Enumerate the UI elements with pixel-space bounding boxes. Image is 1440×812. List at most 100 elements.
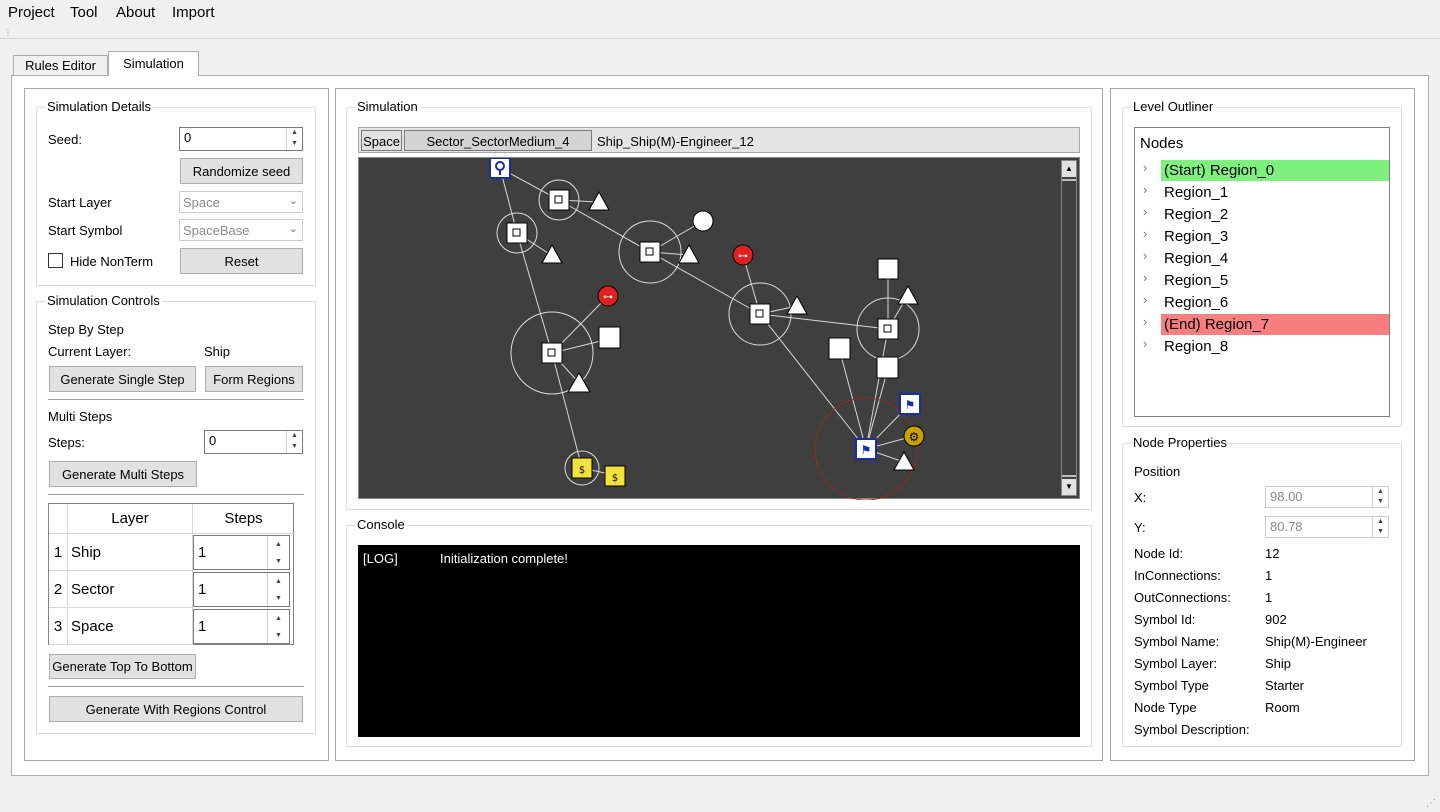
square-node — [877, 258, 899, 280]
square-node — [876, 356, 899, 379]
chevron-right-icon[interactable]: › — [1143, 314, 1148, 329]
chevron-right-icon[interactable]: › — [1143, 160, 1148, 175]
tab-simulation[interactable]: Simulation — [108, 51, 199, 76]
up-icon[interactable]: ▲ — [1377, 488, 1384, 495]
tree-item-region-3[interactable]: › Region_3 — [1135, 225, 1390, 247]
down-icon[interactable]: ▼ — [1377, 498, 1384, 505]
up-icon[interactable]: ▲ — [275, 541, 282, 548]
seed-down-icon[interactable]: ▼ — [291, 140, 298, 147]
breadcrumb-space[interactable]: Space — [361, 130, 402, 151]
table-cell-layer[interactable]: Ship — [68, 534, 193, 571]
room-node-inner — [645, 247, 654, 256]
simulation-controls-title: Simulation Controls — [45, 293, 162, 308]
tree-item-region-4[interactable]: › Region_4 — [1135, 247, 1390, 269]
chevron-right-icon[interactable]: › — [1143, 204, 1148, 219]
row-steps-spinbox[interactable]: 1 ▲▼ — [193, 609, 290, 644]
scroll-thumb[interactable] — [1062, 179, 1076, 477]
tree-item-region-6[interactable]: › Region_6 — [1135, 291, 1390, 313]
prop-value: 902 — [1265, 612, 1287, 627]
flag-icon[interactable]: ⚑ ⚑ — [855, 393, 921, 460]
down-icon[interactable]: ▼ — [275, 631, 282, 639]
table-header-steps[interactable]: Steps — [193, 504, 294, 534]
hide-nonterm-checkbox[interactable] — [48, 253, 63, 268]
graph-view[interactable]: ⊶ ⊶ ⚑ ⚑ ⚙ $ $ — [359, 158, 1081, 500]
simulation-details-title: Simulation Details — [45, 99, 154, 114]
tree-item-region-1[interactable]: › Region_1 — [1135, 181, 1390, 203]
simulation-canvas[interactable]: ⊶ ⊶ ⚑ ⚑ ⚙ $ $ ▲ ▼ — [358, 157, 1081, 500]
breadcrumb-sector[interactable]: Sector_SectorMedium_4 — [404, 130, 592, 151]
location-pin-icon[interactable] — [489, 158, 511, 179]
level-outliner-group: Level Outliner — [1122, 99, 1402, 427]
menu-tool[interactable]: Tool — [70, 4, 98, 21]
tree-item-region-7[interactable]: › (End) Region_7 — [1135, 313, 1390, 335]
tree-item-region-5[interactable]: › Region_5 — [1135, 269, 1390, 291]
table-header-layer[interactable]: Layer — [68, 504, 193, 534]
tab-rules-editor[interactable]: Rules Editor — [13, 55, 108, 76]
triangle-nodes[interactable] — [541, 190, 919, 471]
room-node — [506, 222, 528, 244]
chevron-right-icon[interactable]: › — [1143, 182, 1148, 197]
tree-item-region-2[interactable]: › Region_2 — [1135, 203, 1390, 225]
prop-value: Ship — [1265, 656, 1292, 671]
step-by-step-label: Step By Step — [48, 322, 124, 337]
start-layer-select[interactable]: Space ⌄ — [179, 191, 303, 213]
steps-down-icon[interactable]: ▼ — [291, 443, 298, 450]
randomize-seed-button[interactable]: Randomize seed — [180, 158, 303, 184]
up-icon[interactable]: ▲ — [275, 578, 282, 585]
prop-label: Symbol Id: — [1134, 612, 1196, 627]
down-icon[interactable]: ▼ — [275, 594, 282, 602]
nodes-tree[interactable]: Nodes › (Start) Region_0 › Region_1 › Re… — [1134, 127, 1390, 417]
chevron-right-icon[interactable]: › — [1143, 336, 1148, 351]
row-steps-spinbox[interactable]: 1 ▲▼ — [193, 572, 290, 607]
generate-multi-steps-button[interactable]: Generate Multi Steps — [49, 461, 197, 487]
key-icon[interactable]: ⊶ ⊶ — [597, 244, 754, 307]
node-properties-title: Node Properties — [1131, 435, 1229, 450]
row-steps-spinbox[interactable]: 1 ▲ ▼ — [193, 535, 290, 570]
seed-spinbox[interactable]: 0 ▲▼ — [179, 127, 303, 151]
chevron-right-icon[interactable]: › — [1143, 226, 1148, 241]
scroll-up-icon[interactable]: ▲ — [1062, 161, 1076, 177]
reset-button[interactable]: Reset — [180, 248, 303, 274]
money-bag-icon[interactable]: $ $ — [571, 457, 626, 487]
chevron-right-icon[interactable]: › — [1143, 248, 1148, 263]
room-node-inner — [554, 195, 563, 204]
tree-item-region-0[interactable]: › (Start) Region_0 — [1135, 159, 1390, 181]
down-icon[interactable]: ▼ — [1377, 528, 1384, 535]
table-cell-layer[interactable]: Sector — [68, 571, 193, 608]
x-position-spinbox[interactable]: 98.00 ▲▼ — [1265, 486, 1389, 508]
prop-label: Symbol Name: — [1134, 634, 1220, 649]
gear-icon[interactable]: ⚙ — [903, 425, 925, 447]
hide-nonterm-label: Hide NonTerm — [70, 254, 154, 269]
console-output[interactable]: [LOG] Initialization complete! — [358, 545, 1080, 737]
y-position-spinbox[interactable]: 80.78 ▲▼ — [1265, 516, 1389, 538]
scroll-down-icon[interactable]: ▼ — [1062, 479, 1076, 495]
up-icon[interactable]: ▲ — [1377, 518, 1384, 525]
seed-up-icon[interactable]: ▲ — [291, 129, 298, 136]
room-nodes[interactable] — [506, 189, 899, 379]
chevron-right-icon[interactable]: › — [1143, 270, 1148, 285]
vertical-scrollbar[interactable]: ▲ ▼ — [1061, 160, 1077, 496]
row-steps-value: 1 — [198, 544, 207, 561]
menu-project[interactable]: Project — [8, 4, 55, 21]
row-index: 1 — [49, 534, 68, 571]
generate-top-to-bottom-button[interactable]: Generate Top To Bottom — [49, 654, 196, 679]
toolbar-grip[interactable]: ⋮ — [4, 28, 12, 37]
menu-import[interactable]: Import — [172, 4, 215, 21]
tree-item-region-8[interactable]: › Region_8 — [1135, 335, 1390, 357]
generate-single-step-button[interactable]: Generate Single Step — [49, 366, 196, 392]
resize-grip-icon[interactable]: ⋰ — [1426, 798, 1436, 809]
steps-spinbox[interactable]: 0 ▲▼ — [204, 430, 303, 454]
start-layer-value: Space — [183, 195, 220, 210]
room-node — [877, 318, 899, 340]
generate-with-regions-button[interactable]: Generate With Regions Control — [49, 696, 303, 722]
menu-about[interactable]: About — [116, 4, 156, 21]
prop-value: 12 — [1265, 546, 1280, 561]
simulation-details-group: Simulation Details — [36, 99, 316, 286]
down-icon[interactable]: ▼ — [275, 557, 282, 565]
chevron-right-icon[interactable]: › — [1143, 292, 1148, 307]
start-symbol-select[interactable]: SpaceBase ⌄ — [179, 219, 303, 241]
form-regions-button[interactable]: Form Regions — [205, 366, 303, 392]
table-cell-layer[interactable]: Space — [68, 608, 193, 645]
steps-up-icon[interactable]: ▲ — [291, 432, 298, 439]
up-icon[interactable]: ▲ — [275, 615, 282, 622]
